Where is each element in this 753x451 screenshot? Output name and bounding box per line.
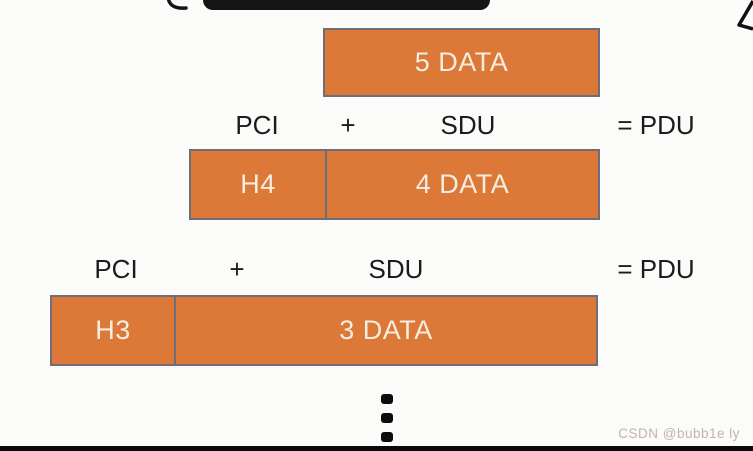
pdu-result-row4: = PDU — [617, 110, 695, 140]
layer3-pdu-box: H3 3 DATA — [50, 295, 598, 366]
layer3-header-cell: H3 — [52, 297, 176, 364]
sdu-label-row4: SDU — [440, 110, 496, 140]
layer4-data-cell: 4 DATA — [327, 151, 598, 218]
sdu-label-row3: SDU — [368, 254, 424, 284]
layer5-data-box: 5 DATA — [323, 28, 600, 97]
layer3-data-label: 3 DATA — [339, 315, 433, 345]
pdu-result-row3: = PDU — [617, 254, 695, 284]
layer4-data-label: 4 DATA — [415, 169, 510, 199]
plus-sign-row3: + — [229, 254, 245, 284]
ellipsis-dot — [381, 394, 393, 404]
layer3-data-cell: 3 DATA — [176, 297, 596, 364]
pci-label-row3: PCI — [94, 254, 138, 284]
bottom-letterbox-bar — [0, 446, 753, 451]
ellipsis-dot — [381, 432, 393, 442]
corner-annotation-icon — [737, 0, 753, 31]
layer4-header-cell: H4 — [191, 151, 327, 218]
watermark-text: CSDN @bubb1e ly — [618, 426, 740, 441]
ellipsis-dot — [381, 413, 393, 423]
layer4-header-label: H4 — [240, 169, 276, 199]
pci-label-row4: PCI — [235, 110, 279, 140]
layer3-header-label: H3 — [95, 315, 131, 345]
plus-sign-row4: + — [340, 110, 356, 140]
curve-stroke-icon — [166, 0, 188, 10]
layer5-data-label: 5 DATA — [414, 47, 509, 77]
layer4-pdu-box: H4 4 DATA — [189, 149, 600, 220]
vertical-ellipsis-icon — [381, 394, 393, 451]
top-letterbox-bar — [203, 0, 490, 10]
